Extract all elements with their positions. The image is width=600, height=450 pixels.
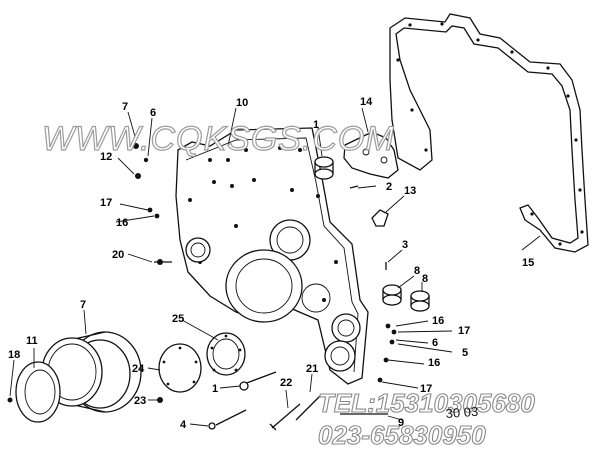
pump-boss-upper [331,313,361,343]
cover-holes [162,334,242,386]
screw-23 [157,397,163,403]
callout-c3: 3 [402,239,408,251]
callout-c17c: 17 [420,383,432,395]
pump-boss-upper-inner [337,319,355,337]
gasket-25-inner [212,338,240,370]
gasket-outline [389,13,589,253]
gasket-holes [396,22,584,246]
callout-c6a: 6 [150,107,156,119]
callout-c24: 24 [132,363,145,375]
round-port [301,283,331,313]
screws-left [133,143,163,265]
callout-c1a: 1 [313,119,319,131]
callout-c13: 13 [404,185,416,197]
bushing-1 [314,156,334,180]
callout-c12: 12 [100,151,112,163]
callout-c17a: 17 [100,197,112,209]
bushing-8-left [382,284,402,306]
callout-c14: 14 [360,96,373,108]
watermark-phone: 023-65830950 [318,420,486,450]
leader-lines [9,107,541,427]
bolt-1b [243,371,277,385]
plate-hole [380,156,388,164]
callout-c6b: 6 [432,337,438,349]
callout-c20: 20 [112,249,124,261]
bolt-4-head [208,422,216,430]
callout-c21: 21 [306,363,318,375]
callout-c1b: 1 [212,383,218,395]
pump-boss-lower [324,340,356,372]
callout-c17b: 17 [458,325,470,337]
bushing-8-right [410,290,430,312]
watermark-site: WWW.CQKSGS.COM [42,120,395,158]
casting-stamp: 30 03 [445,404,479,421]
bolt-4 [215,409,247,426]
callout-c23: 23 [134,395,146,407]
callout-c15: 15 [522,257,534,269]
upper-bore-inner [276,226,304,254]
breather-13 [371,209,389,227]
callout-c8b: 8 [422,273,428,285]
washers-right [377,323,397,383]
callout-c10: 10 [236,97,248,109]
flange-11 [15,361,61,423]
callout-c8a: 8 [414,265,420,277]
callout-c22: 22 [280,377,292,389]
callout-c25: 25 [172,313,184,325]
plate-hole [362,148,370,156]
callout-c2: 2 [386,181,392,193]
screw-18 [7,397,13,403]
callout-c11: 11 [26,335,38,347]
crank-bore-inner [235,258,293,314]
flange-11-inner [24,369,56,415]
housing-inner-edge [185,137,359,373]
bolt-1-head [239,381,249,391]
dowel-2 [349,185,359,189]
small-bore [185,237,211,263]
callout-c7a: 7 [122,101,128,113]
small-bore-inner [190,242,206,258]
callout-c18: 18 [8,349,20,361]
pump-boss-lower-inner [330,346,350,366]
callout-c5: 5 [462,347,468,359]
cover-plate [343,131,399,179]
callout-c9: 9 [398,417,404,429]
callout-c16a: 16 [116,217,128,229]
cover-24 [158,343,202,393]
callout-c16c: 16 [428,357,440,369]
callout-c7b: 7 [80,299,86,311]
callout-c16b: 16 [432,315,444,327]
crank-bore [225,249,303,323]
bolt-22 [269,403,301,431]
watermark-tel: TEL:15310305680 [318,388,535,418]
bolt-21 [295,393,323,421]
callout-c4: 4 [180,419,187,431]
